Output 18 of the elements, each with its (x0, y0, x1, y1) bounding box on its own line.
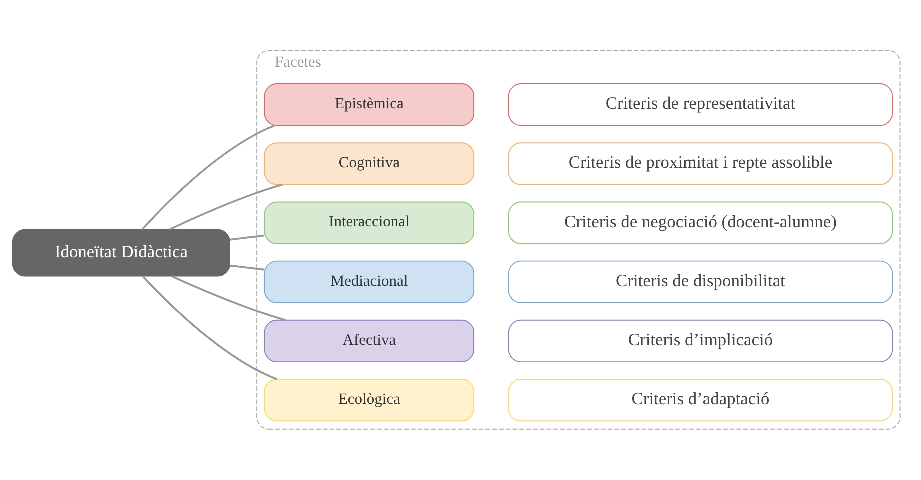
connector (142, 276, 278, 380)
node-box: Interaccional (264, 202, 475, 244)
connector (230, 234, 265, 241)
node-box: Cognitiva (264, 142, 475, 186)
connector (142, 124, 276, 230)
connector (169, 184, 283, 231)
node-box: Afectiva (264, 320, 475, 363)
connector (230, 264, 265, 271)
node-box: Idoneïtat Didàctica (12, 229, 230, 277)
node-box: Epistèmica (264, 84, 475, 126)
node-box: Criteris d’adaptació (508, 379, 894, 422)
node-box: Criteris de proximitat i repte assolible (508, 142, 894, 186)
node-box: Mediacional (264, 260, 475, 304)
node-box: Ecològica (264, 379, 475, 422)
node-box: Criteris de representativitat (508, 84, 894, 126)
node-box: Criteris de negociació (docent-alumne) (508, 202, 894, 244)
node-box: Criteris d’implicació (508, 320, 894, 363)
node-box: Criteris de disponibilitat (508, 260, 894, 304)
